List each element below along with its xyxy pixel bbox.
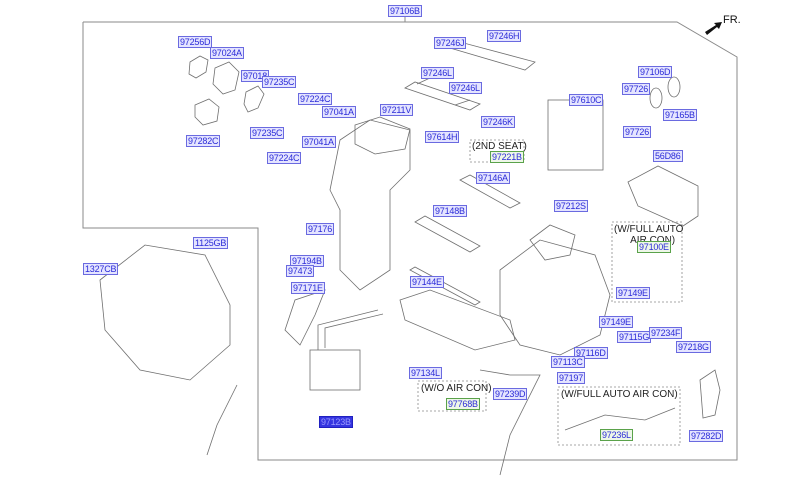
- part-label-97239D[interactable]: 97239D: [493, 388, 528, 400]
- part-label-97197[interactable]: 97197: [557, 372, 586, 384]
- note-box-full-auto-top: [611, 221, 683, 303]
- part-label-97041A[interactable]: 97041A: [322, 106, 356, 118]
- part-label-97224C[interactable]: 97224C: [298, 93, 333, 105]
- part-label-97176[interactable]: 97176: [306, 223, 335, 235]
- door-97148B: [414, 215, 481, 253]
- part-label-97218G[interactable]: 97218G: [676, 341, 711, 353]
- part-label-97123B[interactable]: 97123B: [319, 416, 353, 428]
- part-label-97610C[interactable]: 97610C: [569, 94, 604, 106]
- seal-97246L-2: [454, 99, 471, 106]
- blower-duct-97211V: [354, 116, 411, 155]
- note-full-auto-top: (W/FULL AUTO AIR CON): [614, 224, 684, 246]
- cover-97171E: [284, 289, 326, 346]
- seal-97246L-1: [416, 77, 431, 85]
- part-label-97235C[interactable]: 97235C: [262, 76, 297, 88]
- door-97144E: [409, 266, 481, 306]
- part-label-97768B[interactable]: 97768B: [446, 398, 480, 410]
- part-label-97148B[interactable]: 97148B: [433, 205, 467, 217]
- front-direction-arrow-icon: [705, 22, 722, 35]
- cover-97282D: [699, 369, 721, 419]
- part-label-97224C[interactable]: 97224C: [267, 152, 302, 164]
- main-frame: [82, 21, 738, 461]
- part-label-97149E[interactable]: 97149E: [599, 316, 633, 328]
- part-label-97106B[interactable]: 97106B: [388, 5, 422, 17]
- part-label-97146A[interactable]: 97146A: [476, 172, 510, 184]
- part-label-97246L[interactable]: 97246L: [421, 67, 454, 79]
- actuator-97282C: [194, 98, 220, 126]
- note-full-auto-bottom: (W/FULL AUTO AIR CON): [561, 389, 678, 400]
- part-label-97235C[interactable]: 97235C: [250, 127, 285, 139]
- part-label-97211V[interactable]: 97211V: [380, 104, 414, 116]
- heater-core-97123B: [309, 349, 361, 391]
- actuator-97024A: [212, 61, 240, 95]
- gasket-97106D-b: [667, 76, 681, 98]
- note-box-wo-air-con: [417, 380, 487, 412]
- evaporator-97610C: [547, 99, 604, 171]
- gasket-97106D-a: [649, 87, 663, 109]
- door-97146A: [459, 174, 521, 209]
- part-label-97726[interactable]: 97726: [622, 83, 651, 95]
- part-label-97282C[interactable]: 97282C: [186, 135, 221, 147]
- part-label-97614H[interactable]: 97614H: [425, 131, 460, 143]
- part-label-97726[interactable]: 97726: [623, 126, 652, 138]
- part-label-97473[interactable]: 97473: [286, 265, 315, 277]
- part-label-97221B[interactable]: 97221B: [490, 151, 524, 163]
- front-direction-label: FR.: [723, 14, 741, 26]
- heater-case-right: [499, 239, 611, 356]
- plate-56D86: [627, 165, 699, 227]
- actuator-97018: [243, 85, 265, 113]
- note-box-full-auto-bottom: [557, 386, 681, 446]
- note-box-2nd-seat: [469, 139, 525, 163]
- part-label-97115G[interactable]: 97115G: [617, 331, 652, 343]
- hose-97239D: [479, 369, 541, 476]
- note-wo-air-con: (W/O AIR CON): [421, 383, 492, 394]
- part-label-56D86[interactable]: 56D86: [653, 150, 683, 162]
- part-label-97246H[interactable]: 97246H: [487, 30, 522, 42]
- assembled-unit-drain-hose: [206, 384, 238, 456]
- part-label-97246K[interactable]: 97246K: [481, 116, 515, 128]
- part-label-97246L[interactable]: 97246L: [449, 82, 482, 94]
- lower-case-97134L: [399, 289, 516, 351]
- part-label-1125GB[interactable]: 1125GB: [193, 237, 229, 249]
- part-label-97212S[interactable]: 97212S: [554, 200, 588, 212]
- heater-pipes: [317, 309, 384, 350]
- duct-97212S: [529, 224, 576, 261]
- part-label-97236L[interactable]: 97236L: [600, 429, 633, 441]
- note-2nd-seat: (2ND SEAT): [472, 141, 527, 152]
- part-label-97149E[interactable]: 97149E: [616, 287, 650, 299]
- part-label-97282D[interactable]: 97282D: [689, 430, 724, 442]
- part-label-97106D[interactable]: 97106D: [638, 66, 673, 78]
- part-label-97171E[interactable]: 97171E: [291, 282, 325, 294]
- hose-97236L: [564, 407, 676, 431]
- filter-frame-97246J: [404, 81, 481, 111]
- actuator-97256D: [188, 55, 209, 79]
- part-label-97041A[interactable]: 97041A: [302, 136, 336, 148]
- part-label-97100E[interactable]: 97100E: [637, 241, 671, 253]
- part-label-97134L[interactable]: 97134L: [409, 367, 442, 379]
- part-label-97113C[interactable]: 97113C: [551, 356, 585, 368]
- part-label-97024A[interactable]: 97024A: [210, 47, 244, 59]
- assembled-hvac-unit: [99, 244, 231, 381]
- part-label-97256D[interactable]: 97256D: [178, 36, 213, 48]
- part-label-97144E[interactable]: 97144E: [410, 276, 444, 288]
- part-label-97165B[interactable]: 97165B: [663, 109, 697, 121]
- part-label-97246J[interactable]: 97246J: [434, 37, 467, 49]
- part-label-1327CB[interactable]: 1327CB: [83, 263, 119, 275]
- heater-case-left: [329, 119, 411, 291]
- part-label-97234F[interactable]: 97234F: [649, 327, 683, 339]
